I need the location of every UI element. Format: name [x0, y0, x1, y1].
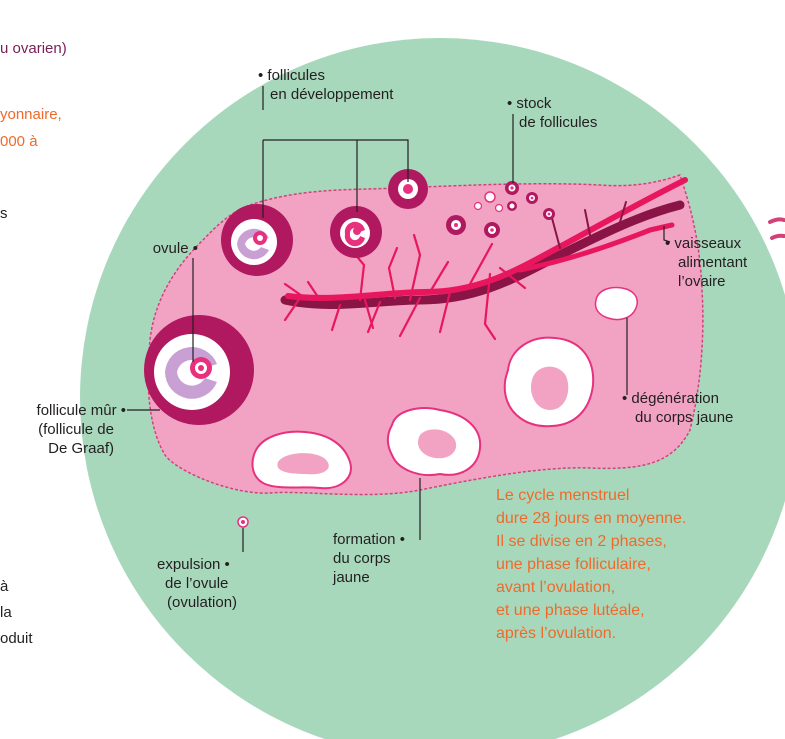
label-formation-line1: formation • [333, 530, 405, 549]
label-follicules-developpement: • follicules en développement [258, 66, 393, 104]
cropped-text-7: oduit [0, 629, 33, 649]
label-follicule-mur-line1: follicule mûr • [0, 401, 126, 420]
label-vaisseaux-line1: • vaisseaux [665, 234, 747, 253]
label-expulsion-line2: de l’ovule [157, 574, 237, 593]
label-stock-line2: de follicules [507, 113, 597, 132]
cropped-text-5: à [0, 577, 8, 597]
follicule-mur [144, 315, 254, 425]
follicule-developpement-2 [330, 206, 382, 258]
cropped-text-2: yonnaire, [0, 105, 62, 125]
cropped-text-1: u ovarien) [0, 39, 67, 59]
label-follicule-mur-line3: De Graaf) [0, 439, 126, 458]
cropped-text-4: s [0, 204, 8, 224]
follicule-developpement-1 [221, 204, 293, 276]
label-vaisseaux-line3: l’ovaire [665, 272, 747, 291]
cycle-line-4: une phase folliculaire, [496, 553, 686, 576]
label-expulsion-line3: (ovulation) [157, 593, 237, 612]
label-stock-follicules: • stock de follicules [507, 94, 597, 132]
label-degeneration-line2: du corps jaune [622, 408, 733, 427]
label-expulsion-line1: expulsion • [157, 555, 237, 574]
decorative-swoosh-icon [770, 219, 784, 238]
cycle-line-3: Il se divise en 2 phases, [496, 530, 686, 553]
cycle-line-1: Le cycle menstruel [496, 484, 686, 507]
label-follicule-mur-line2: (follicule de [0, 420, 126, 439]
label-formation-line3: jaune [333, 568, 405, 587]
cycle-menstruel-text: Le cycle menstruel dure 28 jours en moye… [496, 484, 686, 645]
cycle-line-6: et une phase lutéale, [496, 599, 686, 622]
label-expulsion: expulsion • de l’ovule (ovulation) [157, 555, 237, 612]
label-vaisseaux: • vaisseaux alimentant l’ovaire [665, 234, 747, 291]
cropped-text-3: 000 à [0, 132, 38, 152]
cycle-line-2: dure 28 jours en moyenne. [496, 507, 686, 530]
label-formation: formation • du corps jaune [333, 530, 405, 587]
label-follicules-dev-line1: • follicules [258, 66, 393, 85]
label-formation-line2: du corps [333, 549, 405, 568]
label-ovule: ovule • [138, 239, 198, 258]
corps-jaune-grand [505, 338, 593, 427]
label-stock-line1: • stock [507, 94, 597, 113]
label-follicules-dev-line2: en développement [258, 85, 393, 104]
label-vaisseaux-line2: alimentant [665, 253, 747, 272]
corps-jaune-degeneration [596, 288, 638, 320]
ovule-expulse [238, 517, 248, 527]
label-degeneration: • dégénération du corps jaune [622, 389, 733, 427]
cropped-text-6: la [0, 603, 12, 623]
label-degeneration-line1: • dégénération [622, 389, 733, 408]
cycle-line-5: avant l’ovulation, [496, 576, 686, 599]
label-follicule-mur: follicule mûr • (follicule de De Graaf) [0, 401, 126, 458]
cycle-line-7: après l’ovulation. [496, 622, 686, 645]
